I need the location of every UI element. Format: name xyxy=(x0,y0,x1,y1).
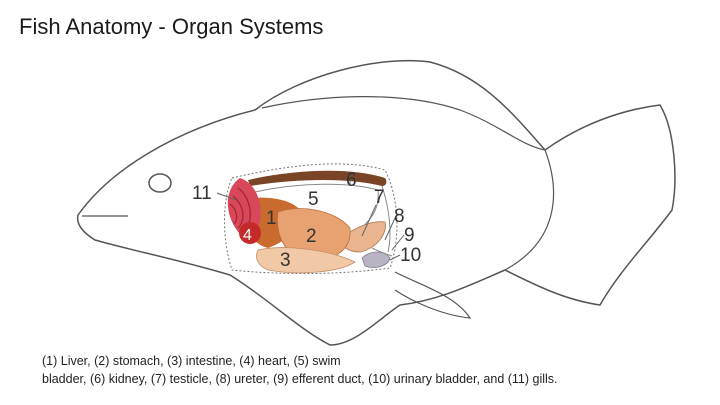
efferent-duct xyxy=(371,247,393,257)
dorsal-fin-line xyxy=(261,96,546,151)
label-3: 3 xyxy=(280,250,291,271)
pectoral-fin xyxy=(394,271,472,319)
leader-line-11 xyxy=(216,192,237,201)
leader-line-7 xyxy=(361,204,377,237)
stomach xyxy=(277,208,351,261)
testicle xyxy=(339,221,386,253)
caption-line-2: bladder, (6) kidney, (7) testicle, (8) u… xyxy=(42,372,558,386)
label-10: 10 xyxy=(400,245,421,266)
eye xyxy=(148,173,172,193)
label-1: 1 xyxy=(266,208,277,229)
leader-line-10 xyxy=(389,254,401,261)
leader-line-9 xyxy=(391,234,405,251)
label-4: 4 xyxy=(243,227,252,244)
label-6: 6 xyxy=(346,170,357,191)
label-11: 11 xyxy=(192,183,212,204)
caption-line-1: (1) Liver, (2) stomach, (3) intestine, (… xyxy=(42,354,341,368)
page-title: Fish Anatomy - Organ Systems xyxy=(19,14,324,39)
leader-line-8 xyxy=(384,217,396,241)
label-7: 7 xyxy=(374,187,385,208)
urinary-bladder xyxy=(361,251,391,268)
ureter xyxy=(381,185,391,253)
label-8: 8 xyxy=(394,206,405,227)
caption: (1) Liver, (2) stomach, (3) intestine, (… xyxy=(42,352,702,388)
gill-arc-3 xyxy=(229,203,238,225)
label-2: 2 xyxy=(306,226,317,247)
tail-separator xyxy=(504,149,555,271)
intestine xyxy=(256,247,356,274)
label-5: 5 xyxy=(308,189,319,210)
kidney xyxy=(248,170,387,186)
gill-arc-2 xyxy=(232,195,244,229)
heart xyxy=(239,222,261,244)
body-cavity-outline xyxy=(224,163,398,275)
label-9: 9 xyxy=(404,225,415,246)
